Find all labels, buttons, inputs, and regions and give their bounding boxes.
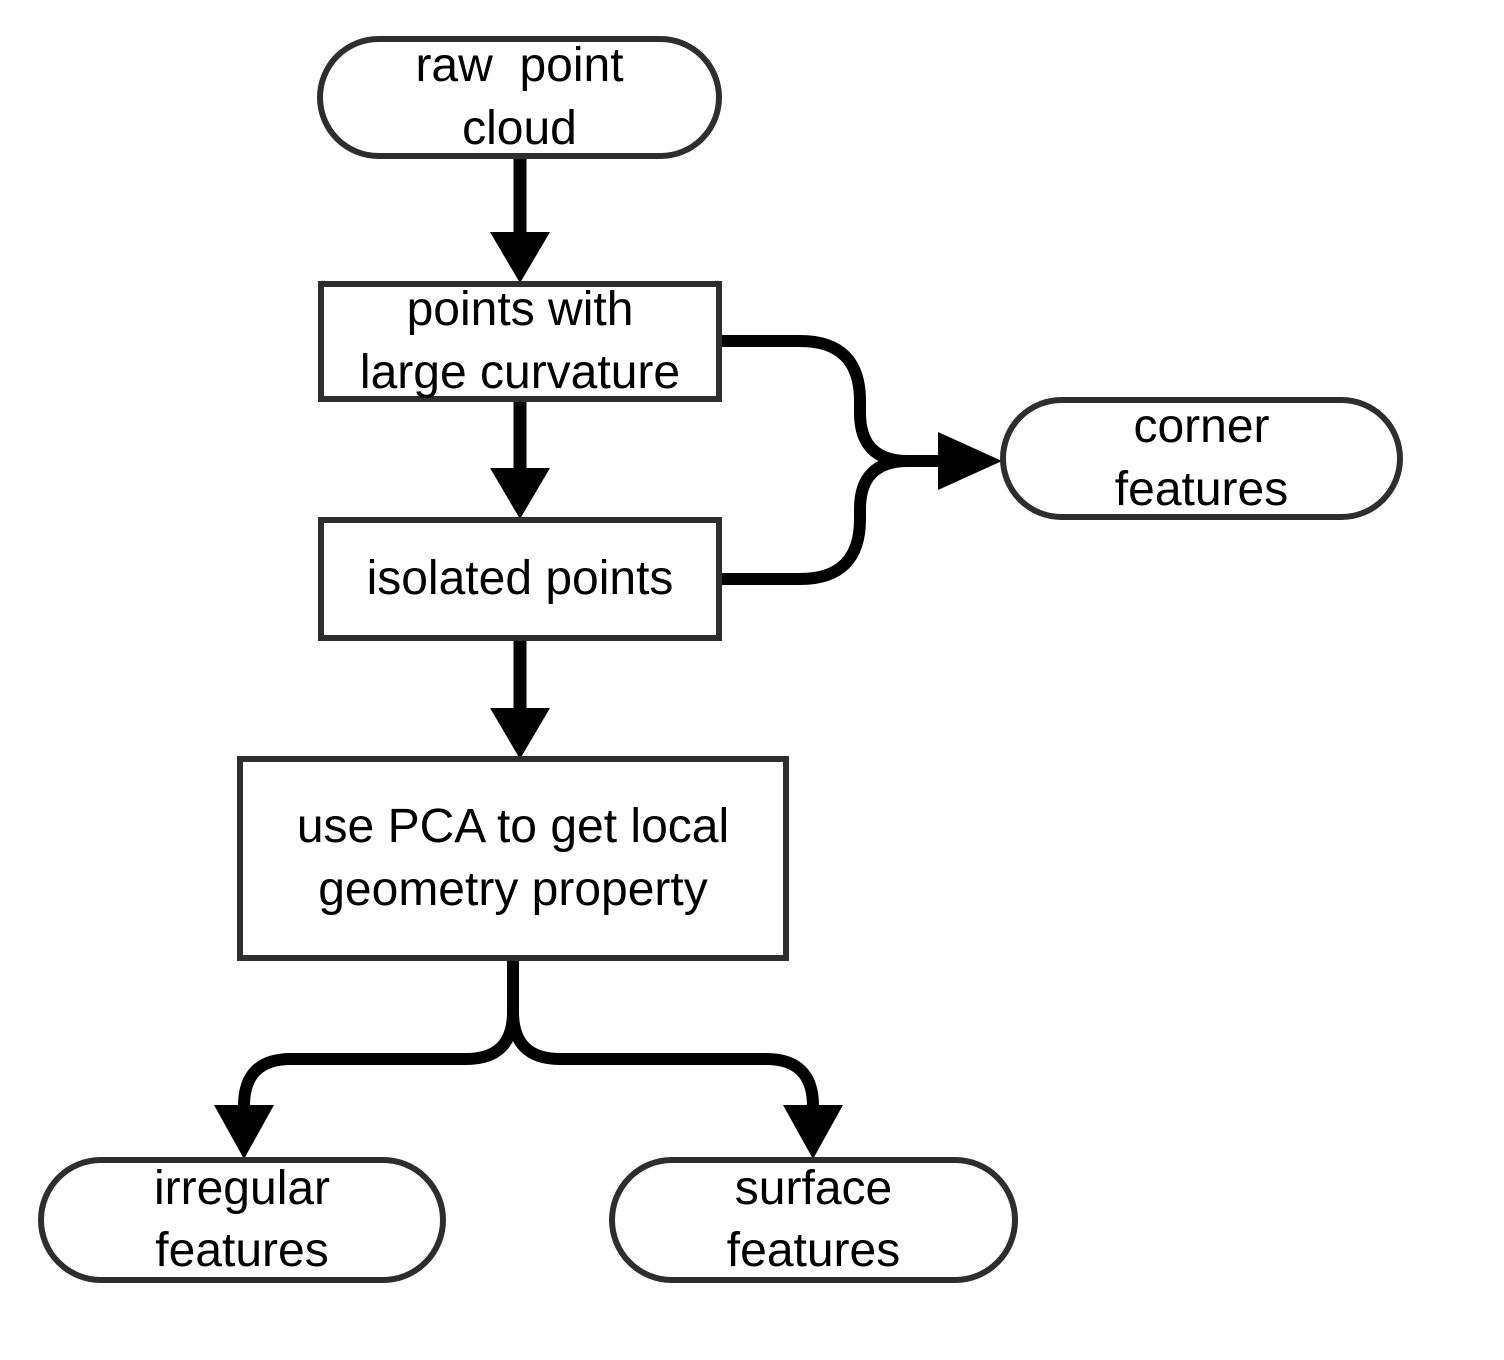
edge-pca-to-irregular-line	[238, 958, 519, 1107]
node-label-line: features	[1114, 462, 1289, 516]
edge-merge-to-corner-arrowhead-icon	[938, 432, 1002, 490]
node-label-line: features	[726, 1224, 901, 1277]
node-corner-features: corner features	[1000, 397, 1403, 520]
edge-curvature-to-isolated-arrowhead-icon	[490, 468, 550, 519]
edge-pca-to-irregular-arrowhead-icon	[214, 1105, 274, 1159]
node-use-pca: use PCA to get local geometry property	[237, 756, 789, 961]
node-label-line: use PCA to get local	[296, 800, 730, 854]
edge-isolated-to-corner-line	[720, 455, 909, 585]
node-surface-features: surface features	[609, 1157, 1018, 1283]
edge-pca-to-surface-line	[507, 958, 819, 1107]
node-label-line: corner	[1133, 400, 1270, 454]
node-label-line: raw point	[415, 39, 624, 93]
node-label-line: features	[155, 1224, 329, 1277]
node-label-line: large curvature	[359, 345, 681, 399]
edge-raw-to-curvature-arrowhead-icon	[490, 232, 550, 283]
node-label-line: geometry property	[318, 862, 708, 916]
node-label-line: surface	[734, 1161, 893, 1215]
node-label-line: irregular	[153, 1161, 331, 1215]
edge-curvature-to-corner-line	[720, 335, 909, 467]
node-label-line: cloud	[462, 101, 577, 155]
edge-pca-to-surface-arrowhead-icon	[783, 1105, 843, 1159]
node-irregular-features: irregular features	[38, 1157, 446, 1283]
node-label-line: points with	[406, 283, 634, 337]
edge-isolated-to-pca-arrowhead-icon	[490, 708, 550, 759]
node-label-line: isolated points	[366, 551, 674, 605]
node-raw-point-cloud: raw point cloud	[317, 36, 722, 159]
node-points-with-large-curvature: points with large curvature	[318, 281, 722, 402]
node-isolated-points: isolated points	[318, 517, 722, 641]
